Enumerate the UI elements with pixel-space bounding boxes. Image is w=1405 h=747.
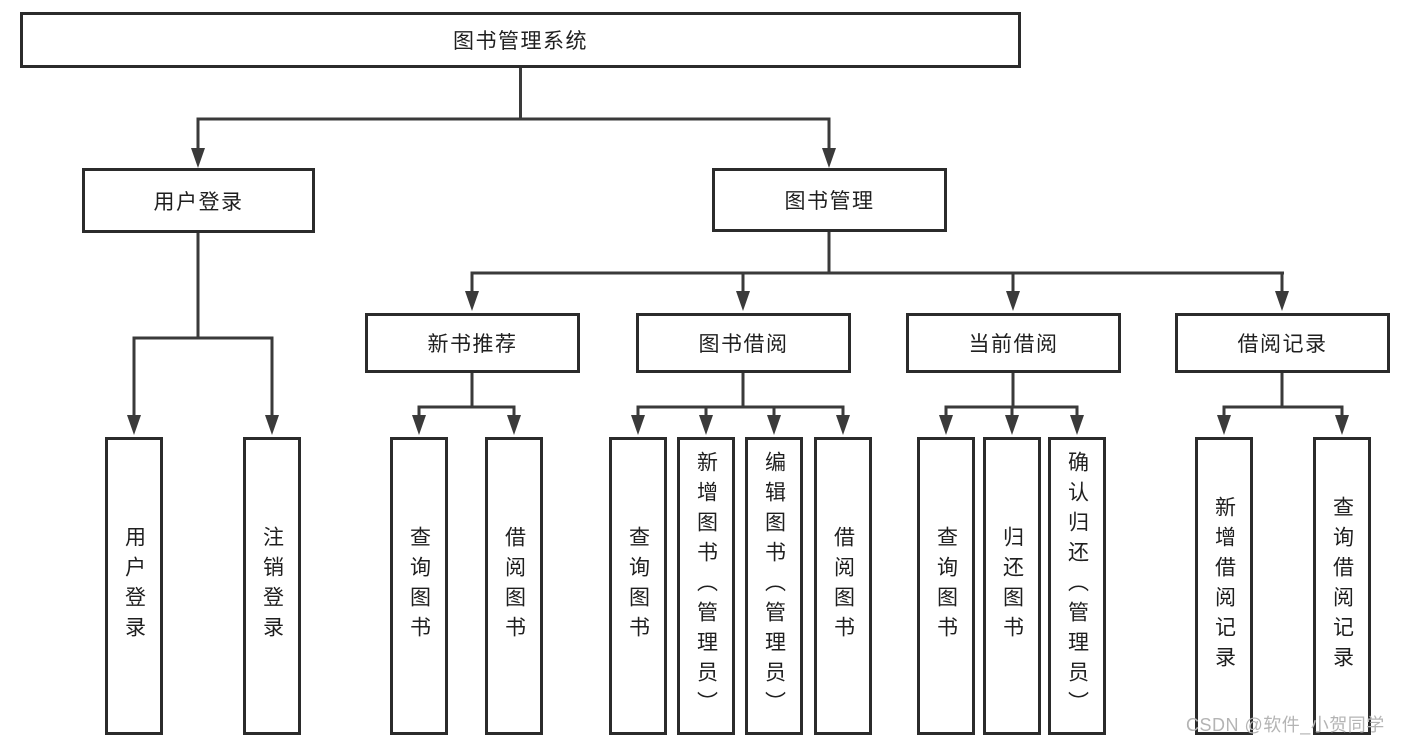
leaf-label: 借阅图书 [502, 526, 526, 646]
leaf-borrowing-query-books: 查询图书 [609, 437, 667, 735]
leaf-current-return-books: 归还图书 [983, 437, 1041, 735]
leaf-current-confirm-return-admin: 确认归还（管理员） [1048, 437, 1106, 735]
node-label: 图书借阅 [698, 333, 789, 356]
leaf-label: 新增借阅记录 [1212, 496, 1236, 676]
connector-bookmgmt-to-level3 [465, 232, 1289, 311]
leaf-label: 用户登录 [122, 526, 146, 646]
connector-records-to-leaves [1217, 373, 1349, 435]
csdn-watermark: CSDN @软件_小贺同学 [1186, 715, 1385, 735]
node-book-management: 图书管理 [712, 168, 947, 232]
leaf-label: 编辑图书（管理员） [762, 451, 786, 721]
node-book-borrowing: 图书借阅 [636, 313, 851, 373]
node-borrowing-records: 借阅记录 [1175, 313, 1390, 373]
leaf-label: 查询图书 [626, 526, 650, 646]
leaf-user-login: 用户登录 [105, 437, 163, 735]
node-user-login: 用户登录 [82, 168, 315, 233]
leaf-label: 确认归还（管理员） [1065, 451, 1089, 721]
node-label: 借阅记录 [1237, 333, 1328, 356]
leaf-borrowing-borrow-books: 借阅图书 [814, 437, 872, 735]
leaf-label: 查询借阅记录 [1330, 496, 1354, 676]
leaf-recommend-query-books: 查询图书 [390, 437, 448, 735]
leaf-logout-login: 注销登录 [243, 437, 301, 735]
leaf-borrowing-edit-books-admin: 编辑图书（管理员） [745, 437, 803, 735]
node-label: 图书管理系统 [453, 30, 588, 53]
leaf-borrowing-add-books-admin: 新增图书（管理员） [677, 437, 735, 735]
connector-recommend-to-leaves [412, 373, 521, 435]
leaf-label: 借阅图书 [831, 526, 855, 646]
leaf-label: 查询图书 [934, 526, 958, 646]
node-current-borrowing: 当前借阅 [906, 313, 1121, 373]
node-library-management-system: 图书管理系统 [20, 12, 1021, 68]
connector-userlogin-to-leaves [127, 233, 279, 435]
leaf-label: 注销登录 [260, 526, 284, 646]
leaf-recommend-borrow-books: 借阅图书 [485, 437, 543, 735]
leaf-records-query-record: 查询借阅记录 [1313, 437, 1371, 735]
leaf-current-query-books: 查询图书 [917, 437, 975, 735]
node-new-book-recommend: 新书推荐 [365, 313, 580, 373]
leaf-label: 新增图书（管理员） [694, 451, 718, 721]
leaf-records-add-record: 新增借阅记录 [1195, 437, 1253, 735]
connector-root-to-level2 [191, 68, 836, 168]
node-label: 新书推荐 [427, 333, 518, 356]
connector-current-to-leaves [939, 373, 1084, 435]
leaf-label: 查询图书 [407, 526, 431, 646]
node-label: 用户登录 [153, 190, 244, 214]
node-label: 图书管理 [784, 190, 875, 213]
leaf-label: 归还图书 [1000, 526, 1024, 646]
node-label: 当前借阅 [968, 333, 1059, 356]
connector-borrowing-to-leaves [631, 373, 850, 435]
